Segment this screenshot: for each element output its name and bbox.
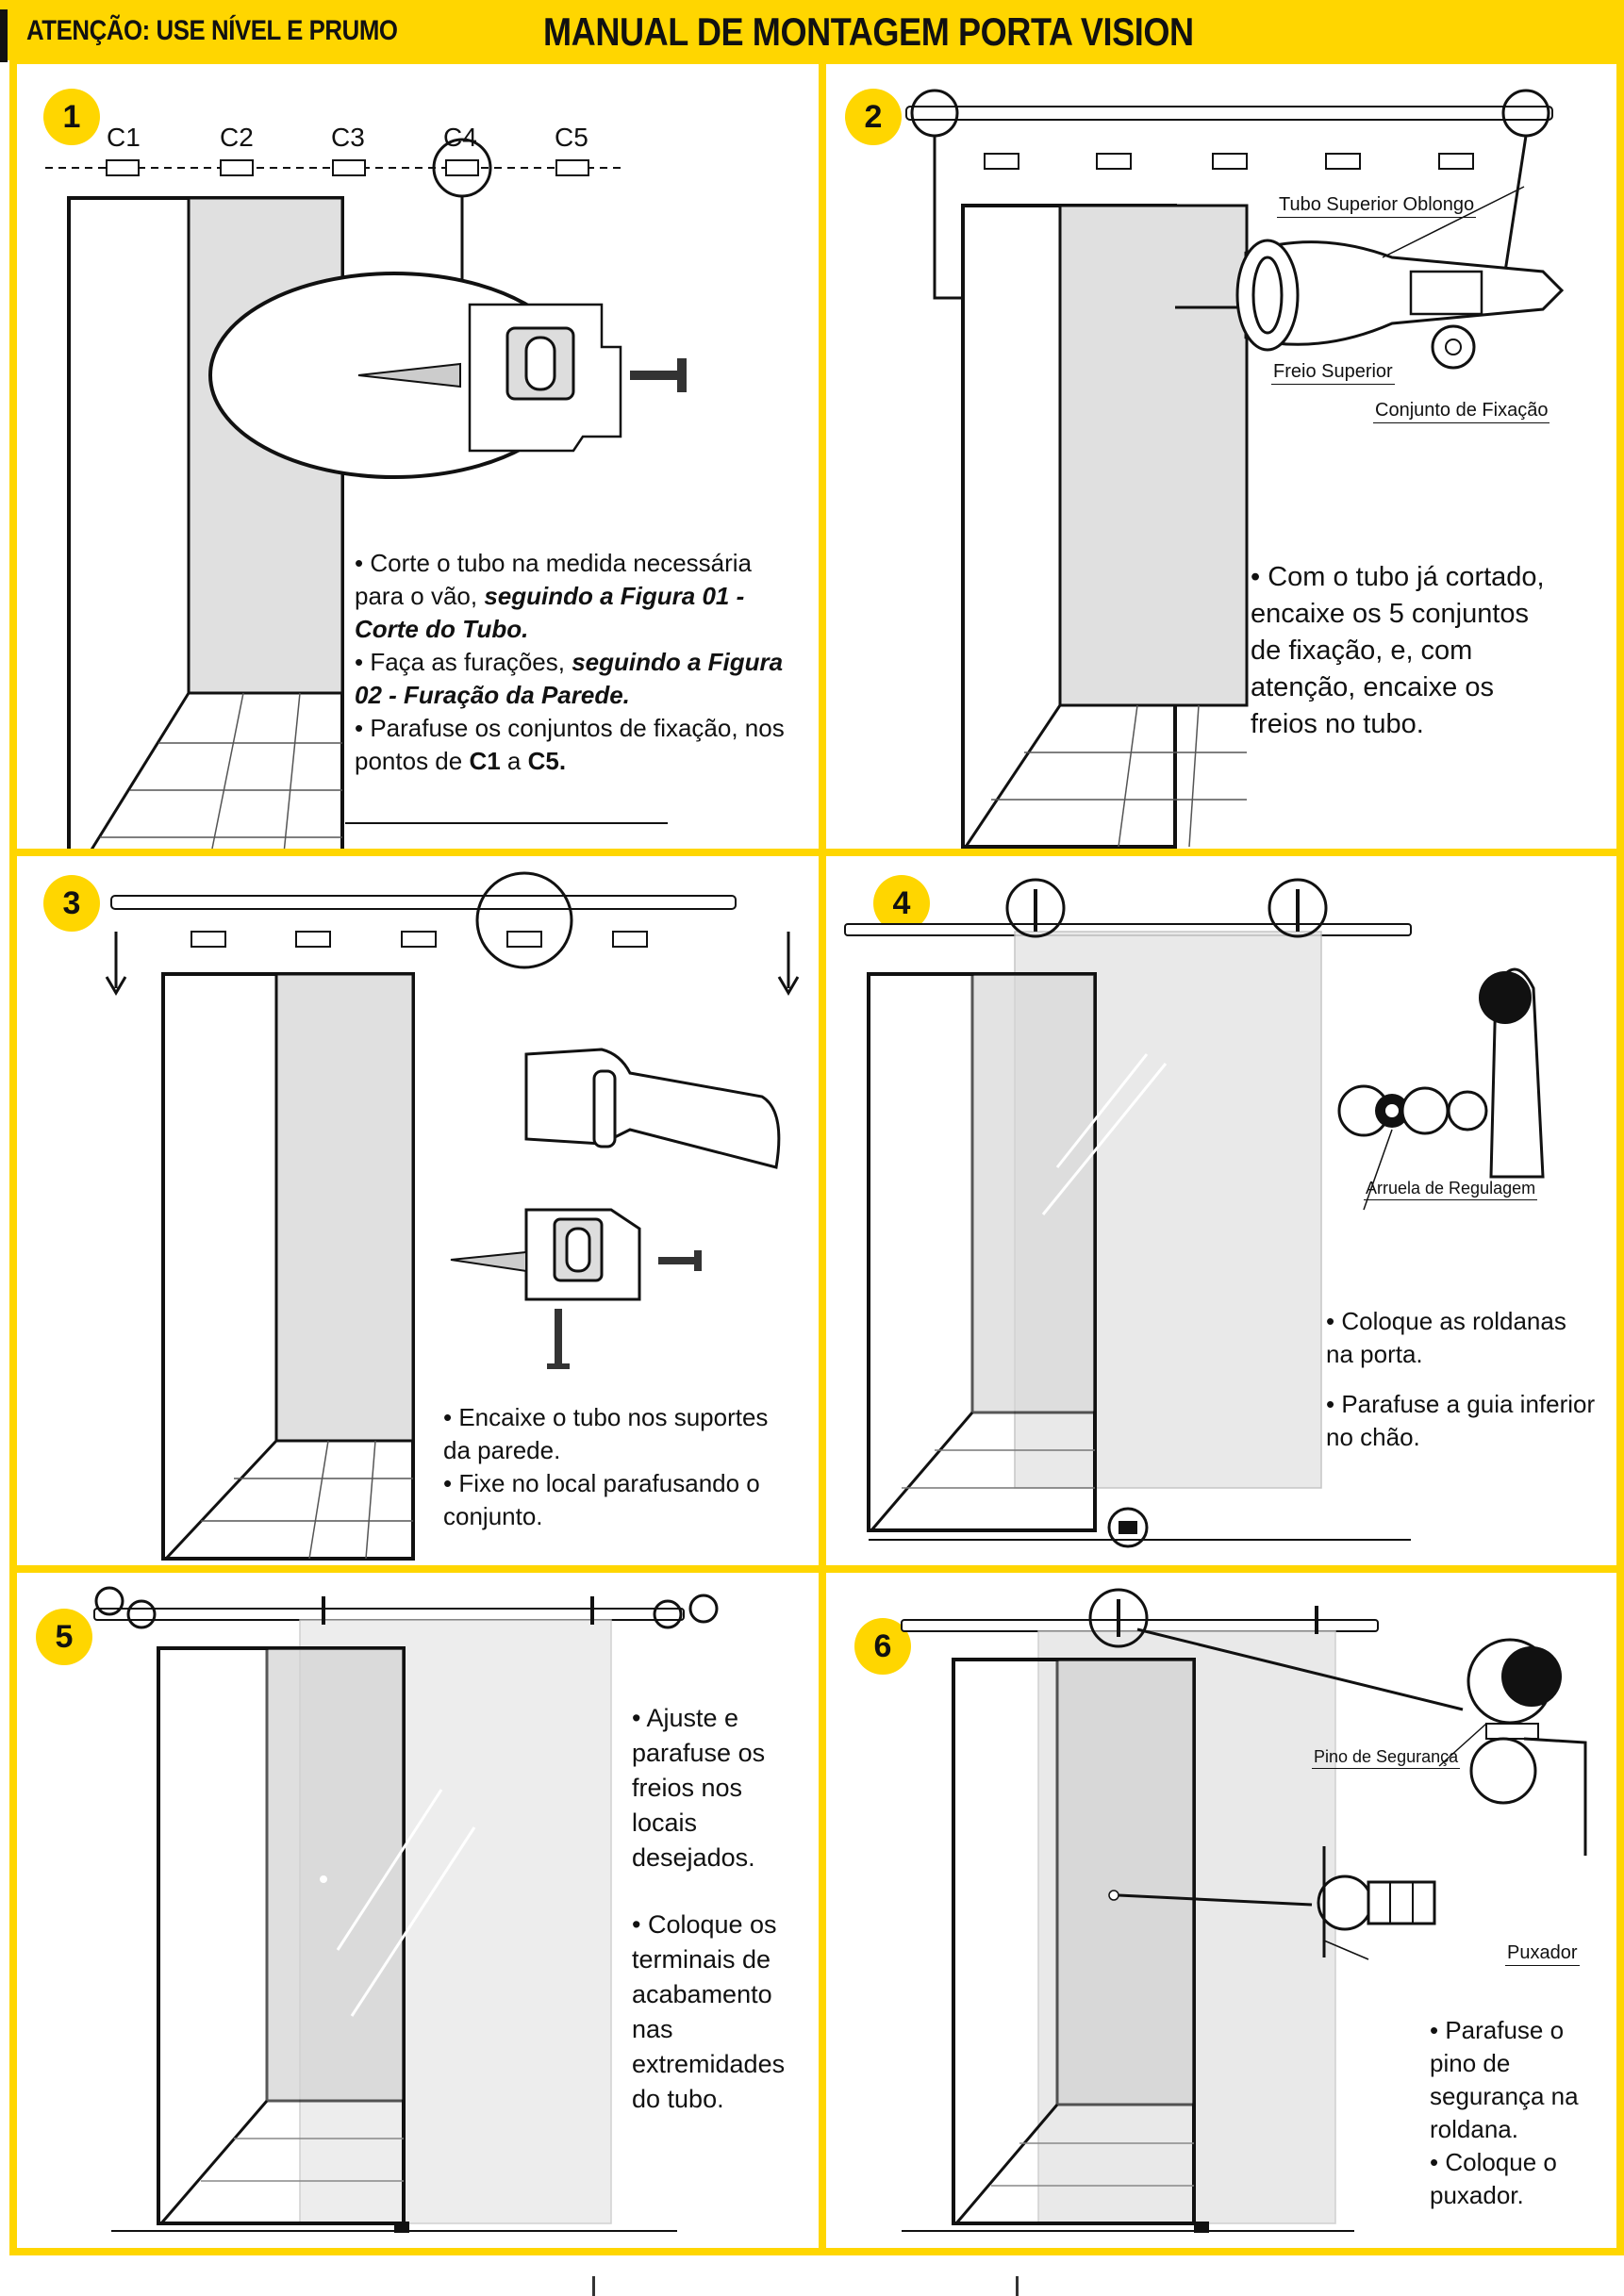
panel-step-5: 5 • Ajuste e parafuse os freios nos loca…	[9, 1565, 826, 2255]
panel-step-1: 1 C1 C2 C3 C4 C5 • Corte o tubo na medid…	[9, 57, 826, 856]
header-accent	[0, 9, 8, 62]
point-label-c2: C2	[220, 123, 254, 152]
step-3-line-2: • Fixe no local parafusando o conjunto.	[443, 1469, 760, 1530]
step-number: 2	[845, 89, 902, 145]
label-pin: Pino de Segurança	[1312, 1747, 1461, 1769]
step-3-line-1: • Encaixe o tubo nos suportes da parede.	[443, 1403, 769, 1464]
point-label-c3: C3	[331, 123, 365, 152]
warning-text: ATENÇÃO: USE NÍVEL E PRUMO	[26, 15, 398, 46]
label-washer: Arruela de Regulagem	[1364, 1179, 1538, 1200]
point-label-c4: C4	[443, 123, 477, 152]
panel-step-2: 2 Tubo Superior Oblongo Freio Superior C…	[819, 57, 1624, 856]
label-fixing: Conjunto de Fixação	[1373, 400, 1550, 423]
step-number: 5	[36, 1609, 92, 1665]
step-4-line-2: • Parafuse a guia inferior no chão.	[1326, 1390, 1596, 1451]
step-1-line-3-a: a	[500, 747, 528, 775]
step-6-line-1: • Parafuse o pino de segurança na roldan…	[1430, 2016, 1579, 2143]
step-3-illustration	[105, 871, 800, 1561]
step-1-illustration	[45, 138, 687, 849]
step-2-illustration	[905, 89, 1565, 849]
step-5-instructions: • Ajuste e parafuse os freios nos locais…	[632, 1701, 811, 2117]
step-3-instructions: • Encaixe o tubo nos suportes da parede.…	[443, 1401, 802, 1533]
step-1-line-3-plain: • Parafuse os conjuntos de fixação, nos …	[355, 714, 785, 775]
point-label-c1: C1	[107, 123, 141, 152]
step-6-illustration	[901, 1588, 1587, 2233]
step-1-line-2-ref: seguindo a Figura 02 - Furação da Parede…	[355, 648, 784, 709]
step-4-instructions: • Coloque as roldanas na porta. • Parafu…	[1326, 1305, 1599, 1454]
step-4-illustration	[844, 878, 1545, 1548]
step-number: 4	[873, 875, 930, 932]
trim-mark-left	[592, 2276, 595, 2296]
step-1-line-3-c1: C1	[469, 747, 501, 775]
label-handle: Puxador	[1505, 1942, 1580, 1966]
panel-step-6: 6 Pino de Segurança Puxador • Parafuse o	[819, 1565, 1624, 2255]
step-6-line-2: • Coloque o puxador.	[1430, 2148, 1557, 2209]
step-5-line-2: • Coloque os terminais de acabamento nas…	[632, 1910, 786, 2113]
step-number: 1	[43, 89, 100, 145]
step-1-line-1-plain: • Corte o tubo na medida necessária para…	[355, 549, 753, 610]
step-6-instructions: • Parafuse o pino de segurança na roldan…	[1430, 2014, 1609, 2212]
step-5-illustration	[93, 1586, 719, 2233]
step-1-line-1-ref: seguindo a Figura 01 - Corte do Tubo.	[355, 582, 745, 643]
label-tube: Tubo Superior Oblongo	[1277, 194, 1477, 218]
step-1-instructions: • Corte o tubo na medida necessária para…	[355, 547, 805, 778]
point-label-c5: C5	[555, 123, 588, 152]
step-2-instructions: • Com o tubo já cortado, encaixe os 5 co…	[1251, 562, 1545, 739]
header-bar: ATENÇÃO: USE NÍVEL E PRUMO MANUAL DE MON…	[0, 0, 1624, 62]
panel-step-3: 3 • Encaixe o tubo nos suportes da pared…	[9, 849, 826, 1575]
label-brake: Freio Superior	[1271, 361, 1395, 385]
page-title: MANUAL DE MONTAGEM PORTA VISION	[543, 9, 1194, 54]
step-1-line-2-plain: • Faça as furações,	[355, 648, 572, 676]
panel-step-4: 4 Arruela de Regulagem • Coloque as rold…	[819, 849, 1624, 1575]
trim-mark-right	[1016, 2276, 1019, 2296]
step-5-line-1: • Ajuste e parafuse os freios nos locais…	[632, 1704, 766, 1872]
step-1-line-3-c5: C5.	[527, 747, 567, 775]
step-4-line-1: • Coloque as roldanas na porta.	[1326, 1307, 1566, 1368]
step-number: 3	[43, 875, 100, 932]
